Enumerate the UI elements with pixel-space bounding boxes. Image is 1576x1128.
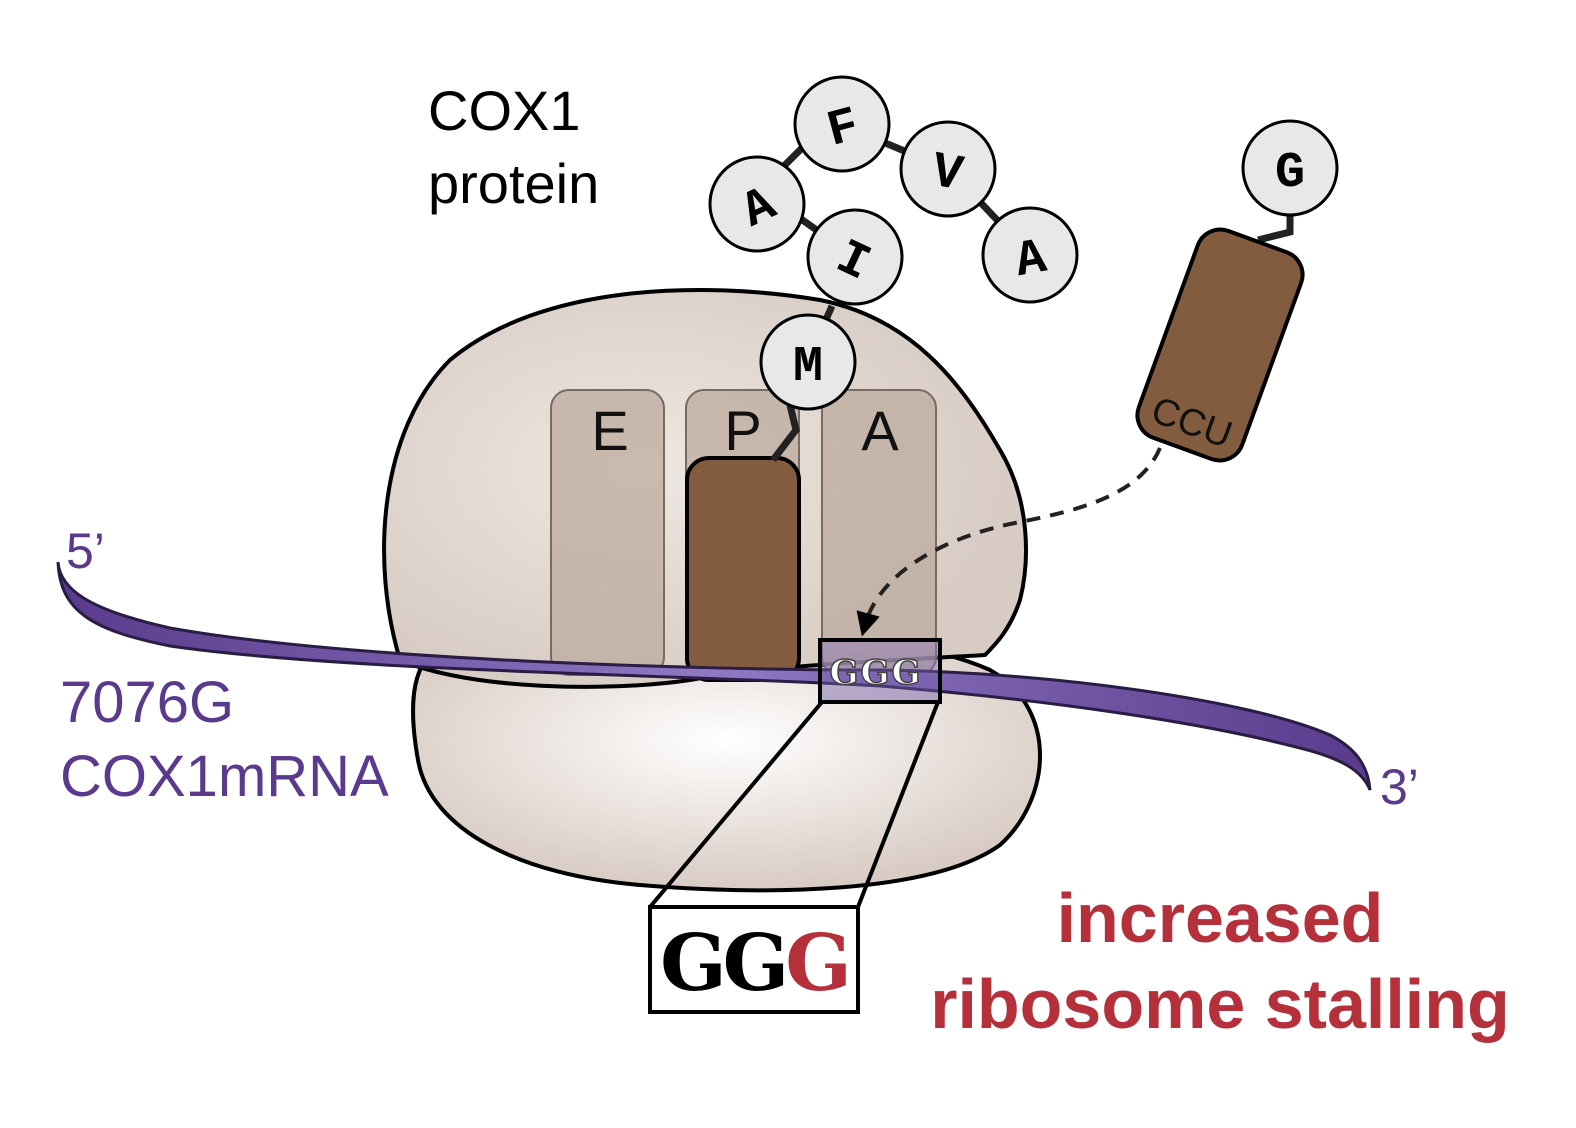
amino-acid-i: I (806, 208, 904, 306)
amino-acid-v: V (899, 120, 997, 218)
amino-acid-a1: A (708, 155, 806, 253)
incoming-trna-linker (1257, 212, 1294, 244)
p-site-trna (685, 456, 801, 682)
zoom-codon-normal: GG (660, 918, 785, 1009)
stalling-label-line1: increased (1057, 879, 1384, 957)
zoom-codon-box (648, 905, 860, 1014)
mrna-strand (56, 561, 1372, 791)
a-site-label: A (861, 399, 899, 462)
mrna-label-line1: 7076G (60, 670, 234, 735)
stalling-label-line2: ribosome stalling (930, 965, 1510, 1043)
zoom-codon-variant: G (785, 918, 848, 1009)
zoom-line-left (648, 700, 824, 909)
e-site-label: E (591, 399, 628, 462)
mrna-label-line2: COX1mRNA (60, 744, 389, 809)
amino-acid-f: F (793, 75, 891, 173)
p-trna-linker (770, 404, 800, 463)
amino-acid-g: G (1241, 119, 1339, 217)
zoom-line-right (856, 701, 940, 908)
zoom-codon-text: GGG (660, 918, 848, 1009)
svg-text:G: G (1275, 145, 1305, 202)
trna-entry-arrow (856, 447, 1162, 637)
protein-label-line1: COX1 (428, 79, 581, 142)
svg-text:M: M (793, 339, 823, 396)
a-site-codon-box (818, 638, 942, 704)
incoming-trna: CCU (1135, 227, 1305, 463)
three-prime-label: 3’ (1380, 759, 1419, 815)
amino-acid-a2: A (981, 206, 1079, 304)
protein-label-line2: protein (428, 152, 599, 215)
amino-acid-m: M (759, 313, 857, 411)
p-site-label: P (724, 399, 761, 462)
a-site-codon-text: GGG (829, 653, 922, 693)
five-prime-label: 5’ (66, 523, 105, 579)
